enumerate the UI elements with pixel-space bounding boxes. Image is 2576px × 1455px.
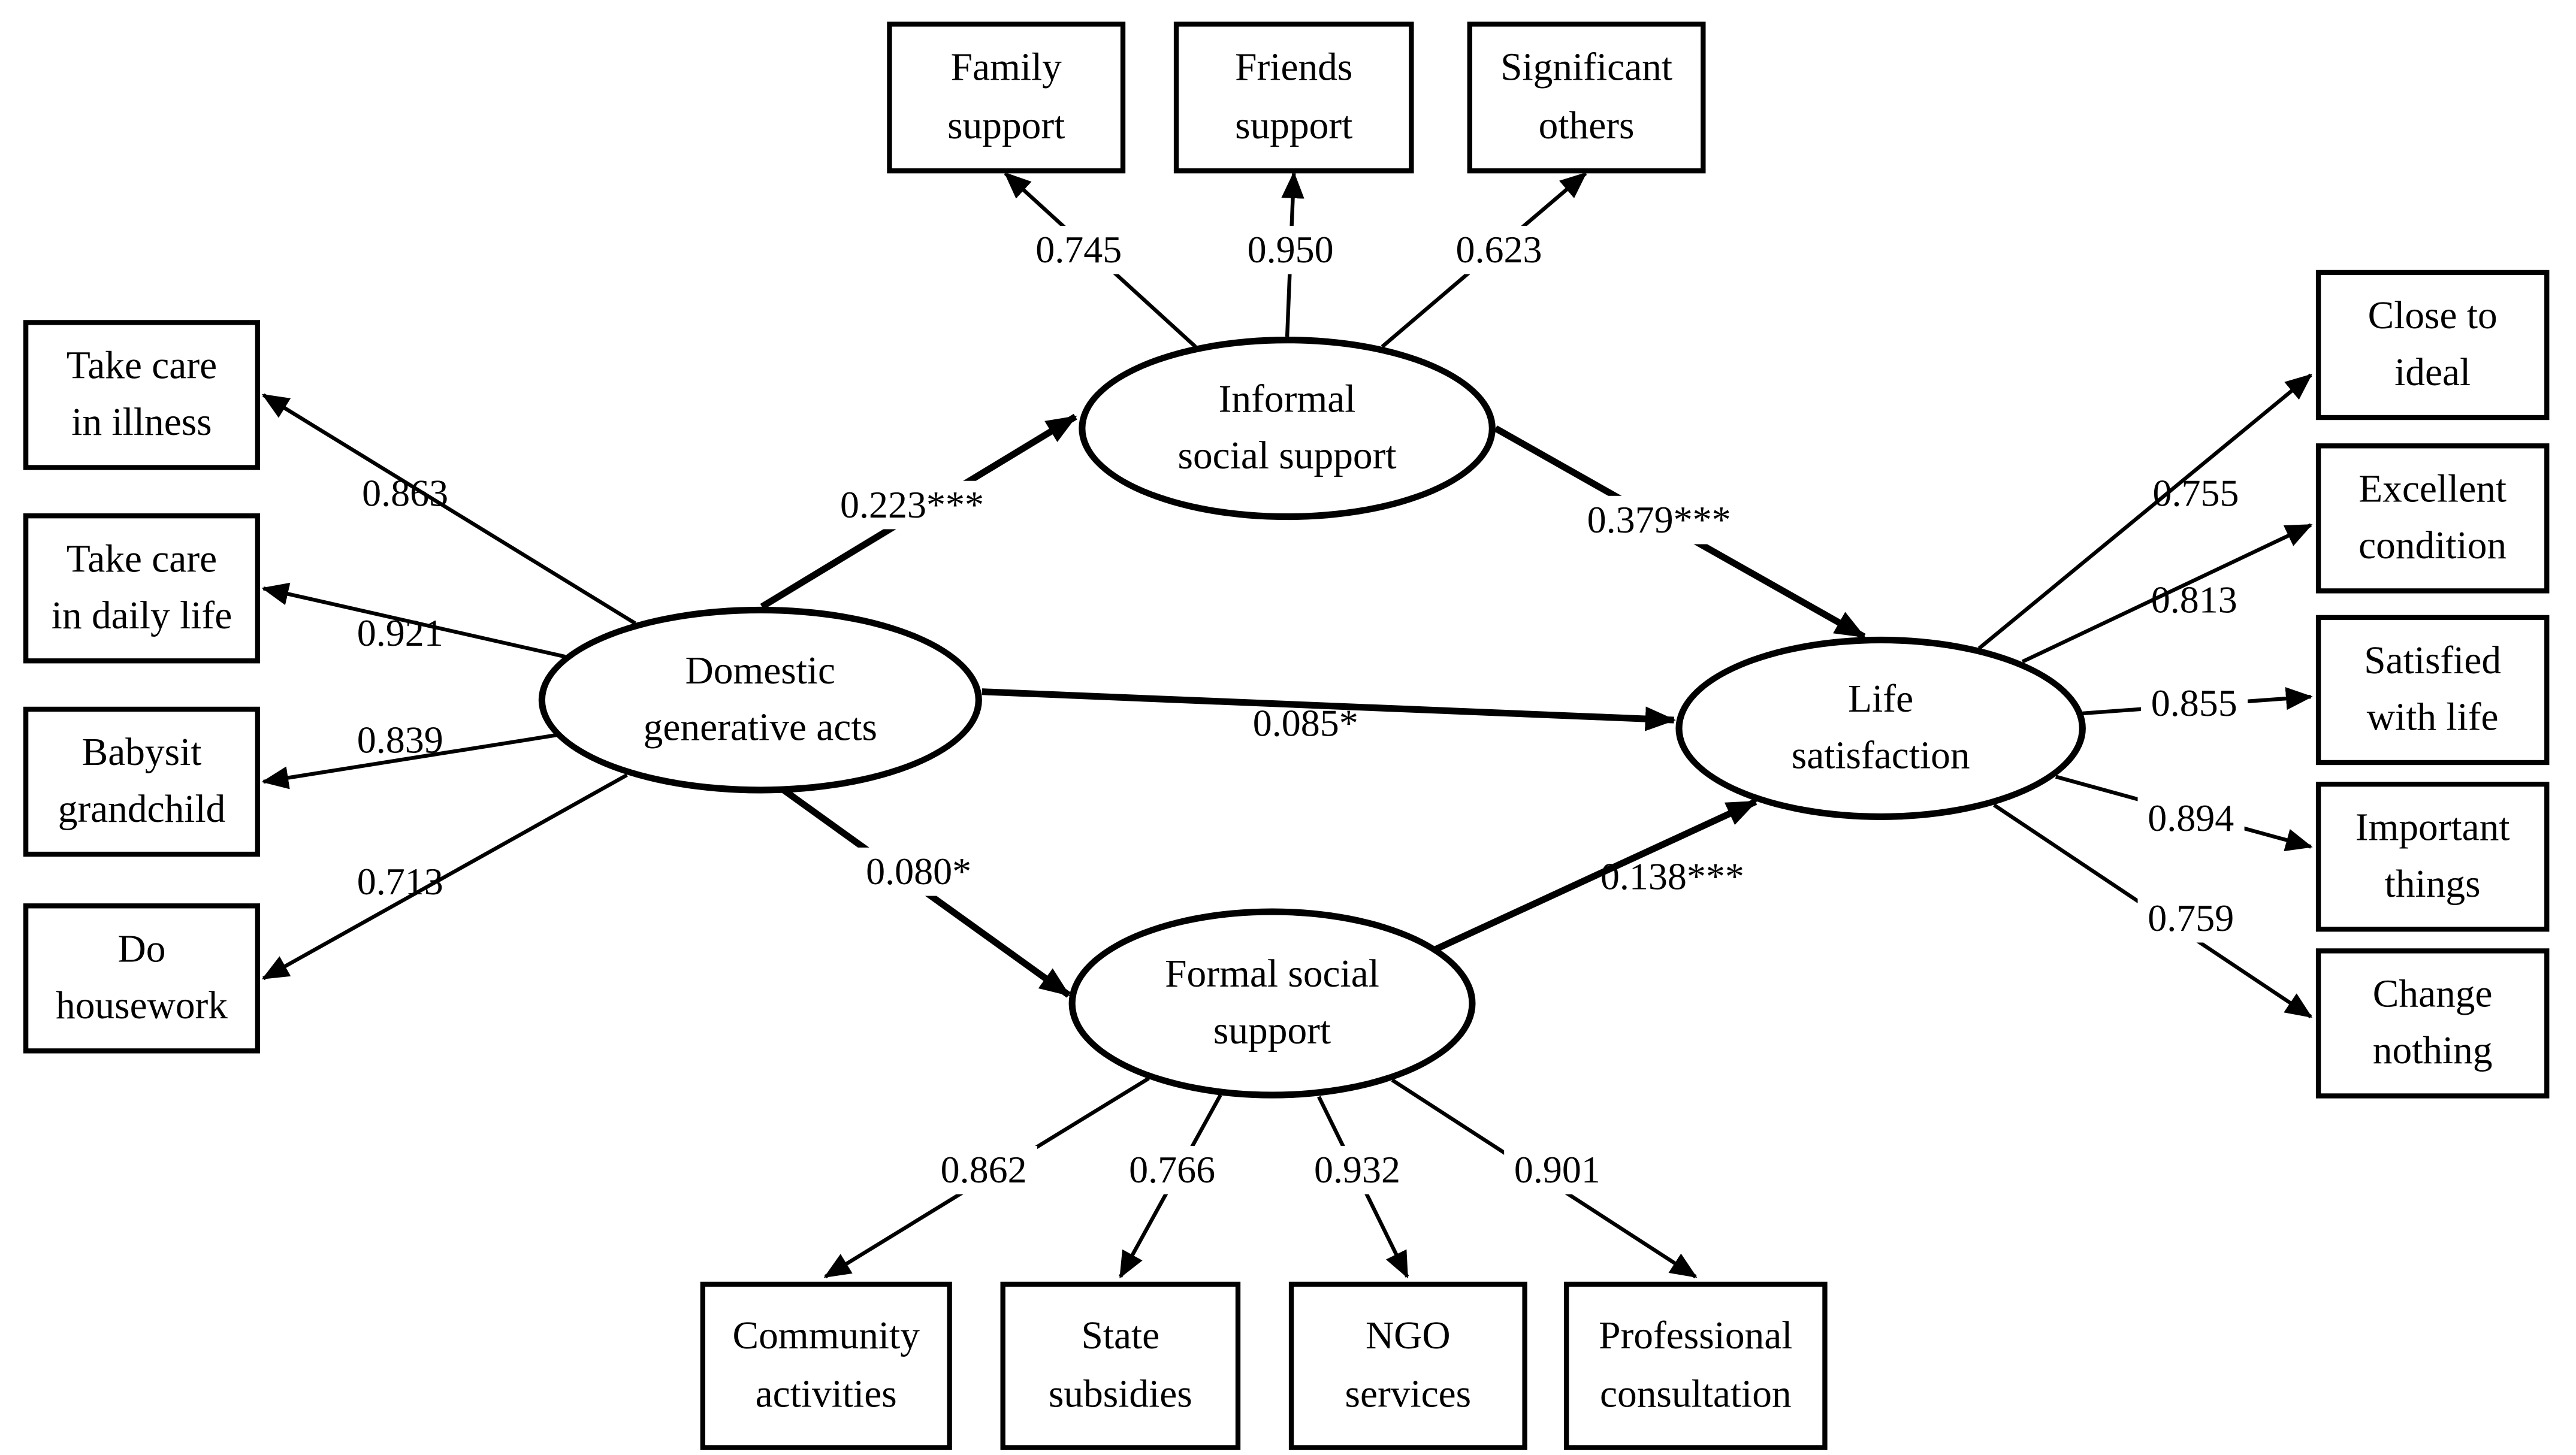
- arrow-domestic-to-babysit-grandchild: [261, 733, 557, 789]
- loading-satisfied-with-life: 0.855: [2141, 679, 2248, 728]
- loading-take-care-in-illness: 0.863: [362, 472, 449, 515]
- indicator-babysit-grandchild-label: Babysit grandchild: [58, 731, 226, 832]
- latent-life-satisfaction: Life satisfaction: [1675, 636, 2086, 820]
- loading-community-activities: 0.862: [930, 1145, 1037, 1194]
- indicator-significant-others-label: Significant others: [1500, 47, 1673, 148]
- loading-babysit-grandchild: 0.839: [357, 719, 443, 761]
- indicator-satisfied-with-life: Satisfied with life: [2315, 615, 2550, 766]
- arrow-life-to-close-to-ideal: [1977, 373, 2313, 650]
- latent-life-satisfaction-label: Life satisfaction: [1791, 678, 1970, 779]
- indicator-satisfied-with-life-label: Satisfied with life: [2364, 640, 2502, 740]
- indicator-ngo-services-label: NGO services: [1345, 1315, 1472, 1416]
- arrow-domestic-to-take-care-in-illness: [261, 393, 636, 625]
- loading-important-things: 0.894: [2137, 794, 2244, 843]
- indicator-take-care-in-daily-life: Take care in daily life: [23, 513, 261, 664]
- indicator-ngo-services: NGO services: [1288, 1281, 1527, 1450]
- coefficient-domestic-to-informal: 0.223***: [830, 480, 994, 530]
- indicator-take-care-in-illness: Take care in illness: [23, 320, 261, 470]
- latent-domestic-generative-acts-label: Domestic generative acts: [643, 650, 877, 751]
- indicator-excellent-condition: Excellent condition: [2315, 443, 2550, 594]
- indicator-family-support-label: Family support: [947, 47, 1065, 148]
- indicator-change-nothing-label: Change nothing: [2372, 973, 2493, 1073]
- coefficient-domestic-to-life: 0.085*: [1252, 702, 1358, 745]
- indicator-close-to-ideal: Close to ideal: [2315, 270, 2550, 421]
- arrow-domestic-to-do-housework: [261, 773, 628, 981]
- coefficient-informal-to-life: 0.379***: [1577, 495, 1741, 545]
- indicator-take-care-in-daily-life-label: Take care in daily life: [51, 538, 232, 639]
- indicator-community-activities-label: Community activities: [732, 1315, 920, 1416]
- loading-take-care-in-daily-life: 0.921: [357, 612, 443, 655]
- indicator-state-subsidies-label: State subsidies: [1048, 1315, 1192, 1416]
- indicator-professional-consultation: Professional consultation: [1563, 1281, 1828, 1450]
- loading-close-to-ideal: 0.755: [2152, 472, 2239, 515]
- loading-professional-consultation: 0.901: [1504, 1145, 1611, 1194]
- latent-domestic-generative-acts: Domestic generative acts: [538, 606, 982, 794]
- latent-formal-social-support: Formal social support: [1068, 908, 1476, 1099]
- indicator-take-care-in-illness-label: Take care in illness: [66, 344, 218, 445]
- loading-family-support: 0.745: [1025, 226, 1132, 274]
- loading-ngo-services: 0.932: [1304, 1145, 1411, 1194]
- arrow-life-to-excellent-condition: [2021, 523, 2313, 664]
- arrow-domestic-to-take-care-in-daily-life: [261, 582, 566, 659]
- loading-friends-support: 0.950: [1237, 226, 1344, 274]
- coefficient-domestic-to-formal: 0.080*: [856, 847, 982, 896]
- latent-formal-social-support-label: Formal social support: [1165, 953, 1379, 1054]
- indicator-significant-others: Significant others: [1467, 22, 1706, 174]
- latent-informal-social-support-label: Informal social support: [1177, 378, 1397, 479]
- indicator-friends-support: Friends support: [1173, 22, 1414, 174]
- indicator-babysit-grandchild: Babysit grandchild: [23, 706, 261, 857]
- path-domestic-to-life: [982, 688, 1676, 731]
- coefficient-formal-to-life: 0.138***: [1600, 855, 1744, 898]
- indicator-close-to-ideal-label: Close to ideal: [2367, 295, 2498, 395]
- indicator-family-support: Family support: [887, 22, 1126, 174]
- indicator-important-things: Important things: [2315, 781, 2550, 932]
- loading-excellent-condition: 0.813: [2151, 579, 2237, 621]
- loading-significant-others: 0.623: [1445, 226, 1553, 274]
- indicator-change-nothing: Change nothing: [2315, 948, 2550, 1099]
- indicator-do-housework-label: Do housework: [56, 928, 228, 1029]
- indicator-excellent-condition-label: Excellent condition: [2358, 468, 2507, 568]
- path-formal-to-life: [1432, 798, 1758, 954]
- indicator-do-housework: Do housework: [23, 903, 261, 1054]
- indicator-professional-consultation-label: Professional consultation: [1599, 1315, 1793, 1416]
- loading-do-housework: 0.713: [357, 861, 443, 903]
- latent-informal-social-support: Informal social support: [1079, 337, 1496, 521]
- indicator-important-things-label: Important things: [2355, 806, 2510, 907]
- indicator-friends-support-label: Friends support: [1235, 47, 1353, 148]
- indicator-community-activities: Community activities: [700, 1281, 952, 1450]
- loading-state-subsidies: 0.766: [1119, 1145, 1225, 1194]
- indicator-state-subsidies: State subsidies: [1000, 1281, 1241, 1450]
- loading-change-nothing: 0.759: [2137, 894, 2244, 943]
